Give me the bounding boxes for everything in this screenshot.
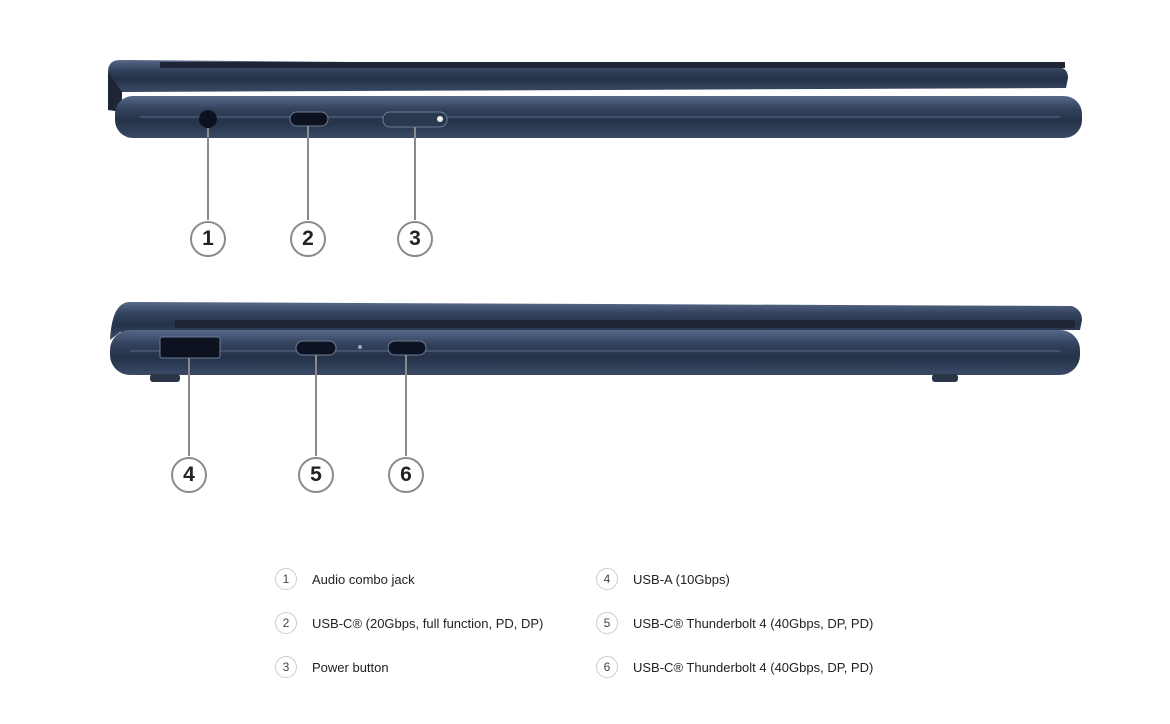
legend-label: USB-C® Thunderbolt 4 (40Gbps, DP, PD) bbox=[633, 659, 874, 675]
callout-4: 4 bbox=[171, 457, 207, 493]
legend-number: 2 bbox=[275, 612, 297, 634]
legend-number: 5 bbox=[596, 612, 618, 634]
legend-label: Power button bbox=[312, 659, 389, 675]
legend-number: 1 bbox=[275, 568, 297, 590]
legend-label: Audio combo jack bbox=[312, 571, 415, 587]
callout-2: 2 bbox=[290, 221, 326, 257]
legend-label: USB-C® (20Gbps, full function, PD, DP) bbox=[312, 615, 544, 631]
thunderbolt-port-2 bbox=[387, 340, 427, 356]
legend-number: 6 bbox=[596, 656, 618, 678]
usb-c-port bbox=[289, 111, 329, 127]
callout-5: 5 bbox=[298, 457, 334, 493]
legend-item: 4 USB-A (10Gbps) bbox=[596, 568, 730, 590]
legend-number: 4 bbox=[596, 568, 618, 590]
audio-jack-port bbox=[199, 110, 217, 128]
led-indicator bbox=[358, 345, 362, 349]
legend-item: 5 USB-C® Thunderbolt 4 (40Gbps, DP, PD) bbox=[596, 612, 873, 634]
legend-label: USB-C® Thunderbolt 4 (40Gbps, DP, PD) bbox=[633, 615, 874, 631]
callout-3: 3 bbox=[397, 221, 433, 257]
legend-item: 6 USB-C® Thunderbolt 4 (40Gbps, DP, PD) bbox=[596, 656, 873, 678]
legend-item: 2 USB-C® (20Gbps, full function, PD, DP) bbox=[275, 612, 543, 634]
legend-item: 1 Audio combo jack bbox=[275, 568, 415, 590]
legend-label: USB-A (10Gbps) bbox=[633, 571, 730, 587]
callout-6: 6 bbox=[388, 457, 424, 493]
callout-1: 1 bbox=[190, 221, 226, 257]
thunderbolt-port-1 bbox=[295, 340, 337, 356]
legend-number: 3 bbox=[275, 656, 297, 678]
base bbox=[110, 330, 1080, 375]
laptop-right-side bbox=[110, 302, 1082, 456]
legend-item: 3 Power button bbox=[275, 656, 389, 678]
laptop-left-side bbox=[108, 60, 1082, 220]
usb-a-port bbox=[159, 336, 221, 359]
